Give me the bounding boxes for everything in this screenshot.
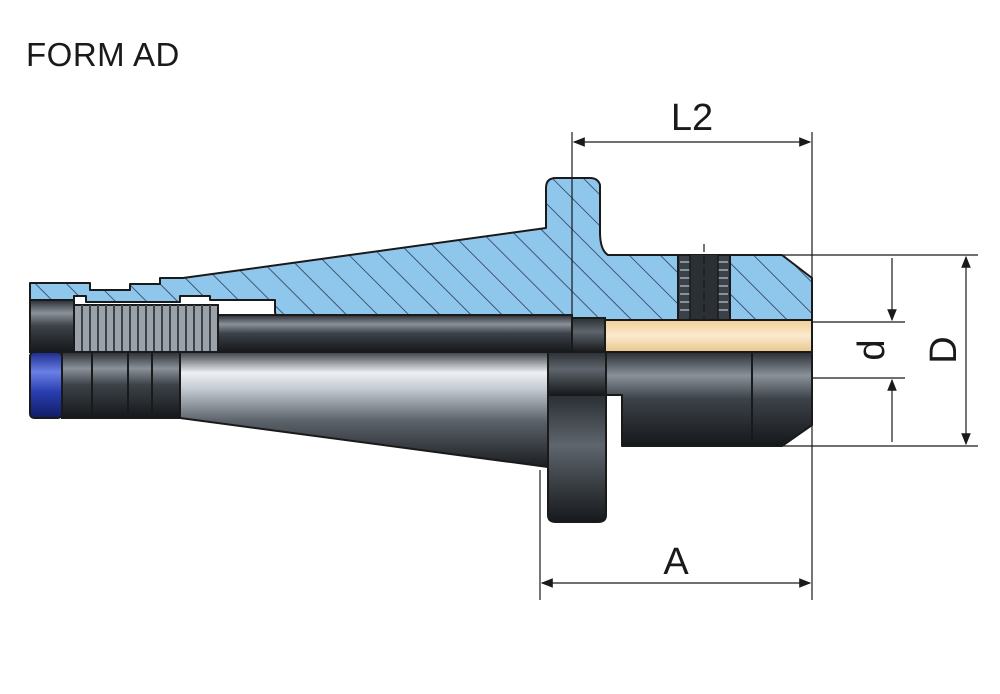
front-body [605, 351, 813, 447]
sectioned-nose [729, 254, 813, 321]
sleeve-bore [604, 319, 813, 353]
dimension-d-large: D [782, 254, 978, 447]
sectioned-body [29, 177, 679, 328]
blue-retention-ring [29, 351, 63, 419]
diagram-title: FORM AD [26, 36, 180, 73]
dimension-a: A [539, 470, 812, 600]
dimension-d-small: d [812, 258, 905, 442]
dimension-label-l2: L2 [671, 97, 713, 139]
dimension-label-d: d [851, 339, 893, 360]
flange-ring [547, 351, 607, 396]
shaft-groove-3 [151, 351, 181, 419]
taper-shank [179, 351, 573, 468]
dimension-l2: L2 [571, 97, 813, 600]
bore-upper [217, 314, 573, 353]
knob-collar [61, 351, 93, 419]
dimension-label-a: A [663, 541, 689, 583]
dimension-label-D: D [923, 336, 965, 363]
shaft-groove-1 [91, 351, 129, 419]
flange-upper-collar [571, 317, 606, 353]
shaft-groove-2 [127, 351, 153, 419]
left-end-cap [29, 299, 75, 353]
thread-lines [81, 305, 211, 352]
flange [547, 394, 607, 523]
